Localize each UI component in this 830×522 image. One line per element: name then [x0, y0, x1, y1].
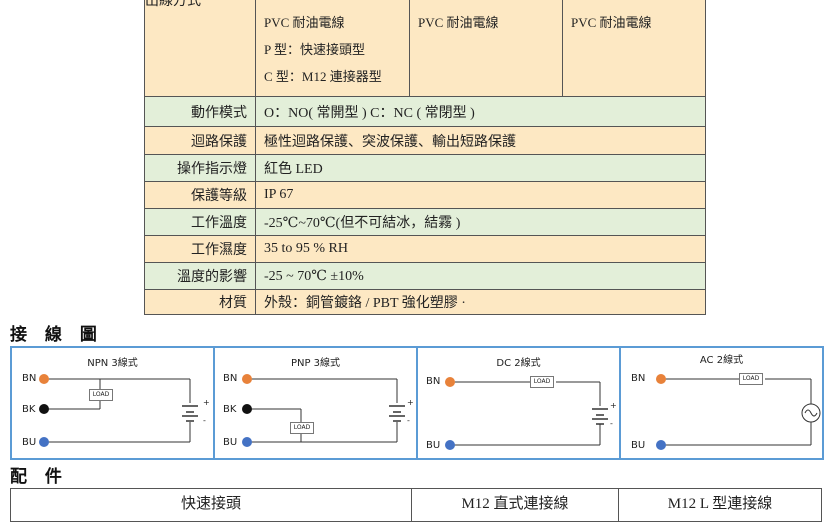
minus-sign: - — [407, 416, 410, 425]
bn-terminal — [39, 374, 49, 384]
spec-label: 工作濕度 — [144, 235, 256, 263]
spec-row: 操作指示燈 紅色 LED — [144, 154, 706, 182]
diagram-dc: DC 2線式 BN BU LOAD + - — [418, 348, 621, 458]
wire-label-bk: BK — [223, 404, 237, 415]
wire-label-bu: BU — [22, 437, 37, 448]
spec-value: 35 to 95 % RH — [255, 235, 706, 263]
spec-label: 保護等級 — [144, 181, 256, 209]
cable-label: 出線方式 — [145, 0, 201, 9]
spec-value: -25℃~70℃(但不可結冰，結霧 ) — [255, 208, 706, 236]
spec-value: 極性迴路保護、突波保護、輸出短路保護 — [255, 126, 706, 155]
bk-terminal — [242, 404, 252, 414]
bn-terminal — [445, 377, 455, 387]
wiring-diagrams: NPN 3線式 BN BK BU LOAD + - PNP 3線式 BN BK … — [10, 346, 824, 460]
wire-label-bn: BN — [22, 373, 37, 384]
spec-value: O：NO( 常開型 ) C：NC ( 常閉型 ) — [255, 96, 706, 127]
minus-sign: - — [610, 419, 613, 428]
diagram-title: AC 2線式 — [699, 355, 744, 366]
diagram-pnp: PNP 3線式 BN BK BU LOAD + - — [215, 348, 418, 458]
accessories-heading: 配 件 — [10, 467, 68, 487]
spec-value: IP 67 — [255, 181, 706, 209]
bn-terminal — [656, 374, 666, 384]
spec-row: 保護等級 IP 67 — [144, 181, 706, 209]
wire-label-bn: BN — [223, 373, 238, 384]
bn-terminal — [242, 374, 252, 384]
spec-row: 工作濕度 35 to 95 % RH — [144, 235, 706, 263]
spec-value: 外殼：銅管鍍鉻 / PBT 強化塑膠 · — [255, 289, 706, 315]
plus-sign: + — [610, 401, 617, 410]
accessory-m12-straight-cable: M12 直式連接線 — [411, 488, 619, 522]
bu-terminal — [39, 437, 49, 447]
wire-label-bu: BU — [426, 440, 441, 451]
ac-circuit — [656, 374, 821, 450]
plus-sign: + — [203, 398, 210, 407]
spec-table: 出線方式 PVC 耐油電線 P 型：快速接頭型 C 型：M12 連接器型 PVC… — [144, 0, 706, 315]
cable-option-line: PVC 耐油電線 — [418, 15, 499, 30]
spec-label: 材質 — [144, 289, 256, 315]
spec-value: -25 ~ 70℃ ±10% — [255, 262, 706, 290]
cable-row: 出線方式 PVC 耐油電線 P 型：快速接頭型 C 型：M12 連接器型 PVC… — [144, 0, 706, 97]
spec-row: 材質 外殼：銅管鍍鉻 / PBT 強化塑膠 · — [144, 289, 706, 315]
spec-label: 迴路保護 — [144, 126, 256, 155]
spec-row: 迴路保護 極性迴路保護、突波保護、輸出短路保護 — [144, 126, 706, 155]
cable-option-line: P 型：快速接頭型 — [264, 42, 365, 57]
diagram-title: PNP 3線式 — [290, 358, 341, 369]
pnp-circuit — [242, 374, 405, 447]
accessories-table: 快速接頭 M12 直式連接線 M12 L 型連接線 — [10, 488, 822, 522]
load-box: LOAD — [739, 373, 763, 385]
spec-label: 工作溫度 — [144, 208, 256, 236]
spec-label: 操作指示燈 — [144, 154, 256, 182]
load-box: LOAD — [290, 422, 314, 434]
wire-label-bk: BK — [22, 404, 36, 415]
diagram-npn: NPN 3線式 BN BK BU LOAD + - — [12, 348, 215, 458]
accessories-row: 快速接頭 M12 直式連接線 M12 L 型連接線 — [10, 488, 822, 522]
cable-option-line: PVC 耐油電線 — [264, 15, 345, 30]
spec-label: 溫度的影響 — [144, 262, 256, 290]
spec-row: 溫度的影響 -25 ~ 70℃ ±10% — [144, 262, 706, 290]
spec-row: 工作溫度 -25℃~70℃(但不可結冰，結霧 ) — [144, 208, 706, 236]
wiring-heading: 接 線 圖 — [10, 325, 103, 345]
spec-value: 紅色 LED — [255, 154, 706, 182]
diagram-title: DC 2線式 — [496, 358, 541, 369]
load-box: LOAD — [89, 389, 113, 401]
wire-label-bn: BN — [426, 376, 441, 387]
wire-label-bu: BU — [223, 437, 238, 448]
bu-terminal — [656, 440, 666, 450]
bk-terminal — [39, 404, 49, 414]
cable-option-line: C 型：M12 連接器型 — [264, 69, 382, 84]
cable-option-3: PVC 耐油電線 — [563, 0, 705, 96]
cable-option-line: PVC 耐油電線 — [571, 15, 652, 30]
bu-terminal — [242, 437, 252, 447]
spec-label: 動作模式 — [144, 96, 256, 127]
wire-label-bn: BN — [631, 373, 646, 384]
cable-option-1: PVC 耐油電線 P 型：快速接頭型 C 型：M12 連接器型 — [256, 0, 410, 96]
cable-option-2: PVC 耐油電線 — [410, 0, 563, 96]
cable-label-clip: 出線方式 — [145, 0, 247, 10]
npn-circuit — [39, 374, 198, 447]
plus-sign: + — [407, 398, 414, 407]
wire-label-bu: BU — [631, 440, 646, 451]
dc-circuit — [445, 377, 608, 450]
bu-terminal — [445, 440, 455, 450]
minus-sign: - — [203, 416, 206, 425]
load-box: LOAD — [530, 376, 554, 388]
cable-label-cell: 出線方式 — [144, 0, 256, 97]
cable-options-cell: PVC 耐油電線 P 型：快速接頭型 C 型：M12 連接器型 PVC 耐油電線… — [255, 0, 706, 97]
spec-row: 動作模式 O：NO( 常開型 ) C：NC ( 常閉型 ) — [144, 96, 706, 127]
accessory-quick-connector: 快速接頭 — [10, 488, 412, 522]
diagram-title: NPN 3線式 — [87, 358, 138, 369]
accessory-m12-l-cable: M12 L 型連接線 — [618, 488, 822, 522]
diagram-ac: AC 2線式 BN BU LOAD — [621, 348, 822, 458]
